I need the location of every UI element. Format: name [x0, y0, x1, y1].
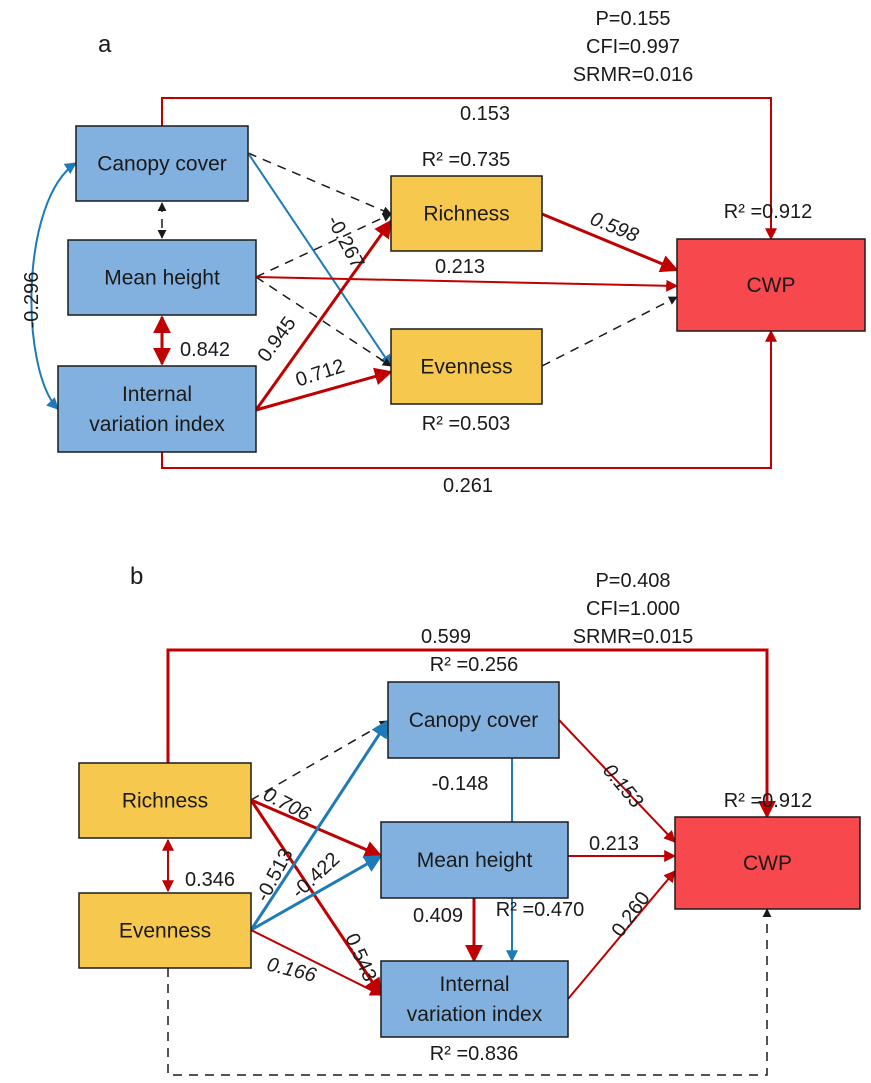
node-box [380, 821, 569, 899]
path-coefficient: -0.148 [432, 773, 489, 795]
path-even-to-height [250, 854, 383, 932]
r-squared-label: R² =0.912 [724, 201, 812, 223]
path-ivi-to-cwp [161, 329, 777, 469]
r-squared-label: R² =0.470 [496, 899, 584, 921]
node-ivi: Internal variation index [380, 960, 569, 1038]
r-squared-label: R² =0.912 [724, 790, 812, 812]
path-coefficient: -0.296 [21, 272, 43, 329]
node-label: Mean height [104, 267, 220, 290]
fit-statistic: CFI=1.000 [586, 598, 680, 620]
fit-statistic: P=0.155 [595, 8, 670, 30]
path-rich-to-ivi [249, 799, 383, 997]
path-canopy-to-even [247, 152, 392, 367]
node-even: Evenness [78, 892, 252, 969]
node-label: variation index [407, 1003, 543, 1026]
node-label: Internal [439, 973, 509, 996]
path-canopy-to-cwp [558, 719, 676, 843]
path-ivi-to-cwp [567, 870, 676, 1000]
node-box [390, 328, 543, 405]
node-box [78, 762, 252, 839]
path-even-to-canopy [249, 719, 390, 931]
path-even-to-ivi [250, 929, 383, 996]
path-coefficient: -0.513 [252, 845, 298, 905]
path-coefficient: 0.213 [435, 256, 485, 278]
node-label: Evenness [119, 920, 211, 943]
node-label: Evenness [420, 356, 512, 379]
path-coefficient: 0.260 [608, 888, 655, 941]
path-coefficient: 0.153 [460, 103, 510, 125]
r-squared-label: R² =0.735 [422, 149, 510, 171]
node-label: variation index [89, 413, 225, 436]
node-label: Canopy cover [97, 153, 227, 176]
node-box [78, 892, 252, 969]
path-coefficient: 0.166 [265, 953, 320, 987]
path-even-to-cwp [541, 296, 678, 367]
node-ivi: Internal variation index [57, 365, 257, 453]
fit-statistic: P=0.408 [595, 570, 670, 592]
node-label: CWP [743, 852, 792, 875]
path-coefficient: 0.213 [589, 833, 639, 855]
node-canopy: Canopy cover [75, 125, 249, 202]
panel-label-b: b [130, 563, 143, 590]
node-rich: Richness [78, 762, 252, 839]
node-box [57, 365, 257, 453]
r-squared-label: R² =0.503 [422, 413, 510, 435]
path-canopy-to-rich [247, 152, 392, 215]
node-label: Richness [423, 203, 509, 226]
node-cwp: CWP [676, 238, 866, 332]
node-label: Mean height [417, 849, 533, 872]
node-label: Internal [122, 383, 192, 406]
node-box [387, 681, 560, 759]
path-coefficient: 0.842 [180, 339, 230, 361]
node-label: Richness [122, 790, 208, 813]
path-rich-to-cwp [541, 212, 679, 273]
node-cwp: CWP [674, 816, 861, 910]
node-canopy: Canopy cover [387, 681, 560, 759]
fit-statistic: SRMR=0.016 [573, 64, 694, 86]
node-label: Canopy cover [409, 709, 539, 732]
node-rich: Richness [390, 175, 543, 252]
node-box [674, 816, 861, 910]
path-even-to-cwp [167, 908, 772, 1076]
node-box [75, 125, 249, 202]
path-canopy-to-cwp [161, 97, 777, 241]
path-cwp-to-height [255, 276, 679, 292]
path-rich-to-height [250, 798, 383, 858]
path-ivi-to-rich [254, 219, 393, 411]
node-even: Evenness [390, 328, 543, 405]
node-label: CWP [747, 274, 796, 297]
r-squared-label: R² =0.256 [430, 654, 518, 676]
path-height-to-rich [255, 213, 392, 278]
path-coefficient: 0.261 [443, 475, 493, 497]
path-ivi-to-even [255, 367, 393, 412]
fit-statistic: CFI=0.997 [586, 36, 680, 58]
node-box [67, 239, 257, 316]
path-coefficient: 0.346 [185, 869, 235, 891]
path-coefficient: 0.598 [587, 208, 642, 247]
panel-label-a: a [98, 31, 112, 58]
path-coefficient: 0.409 [413, 905, 463, 927]
path-height-to-even [255, 276, 392, 367]
node-box [380, 960, 569, 1038]
r-squared-label: R² =0.836 [430, 1043, 518, 1065]
path-coefficient: 0.706 [259, 783, 314, 826]
path-coefficient: 0.599 [421, 626, 471, 648]
fit-statistic: SRMR=0.015 [573, 626, 694, 648]
node-box [676, 238, 866, 332]
path-rich-to-cwp [166, 648, 776, 819]
node-height: Mean height [380, 821, 569, 899]
node-height: Mean height [67, 239, 257, 316]
node-box [390, 175, 543, 252]
path-rich-to-canopy [250, 720, 389, 801]
path-canopy-to-ivi [30, 162, 77, 410]
